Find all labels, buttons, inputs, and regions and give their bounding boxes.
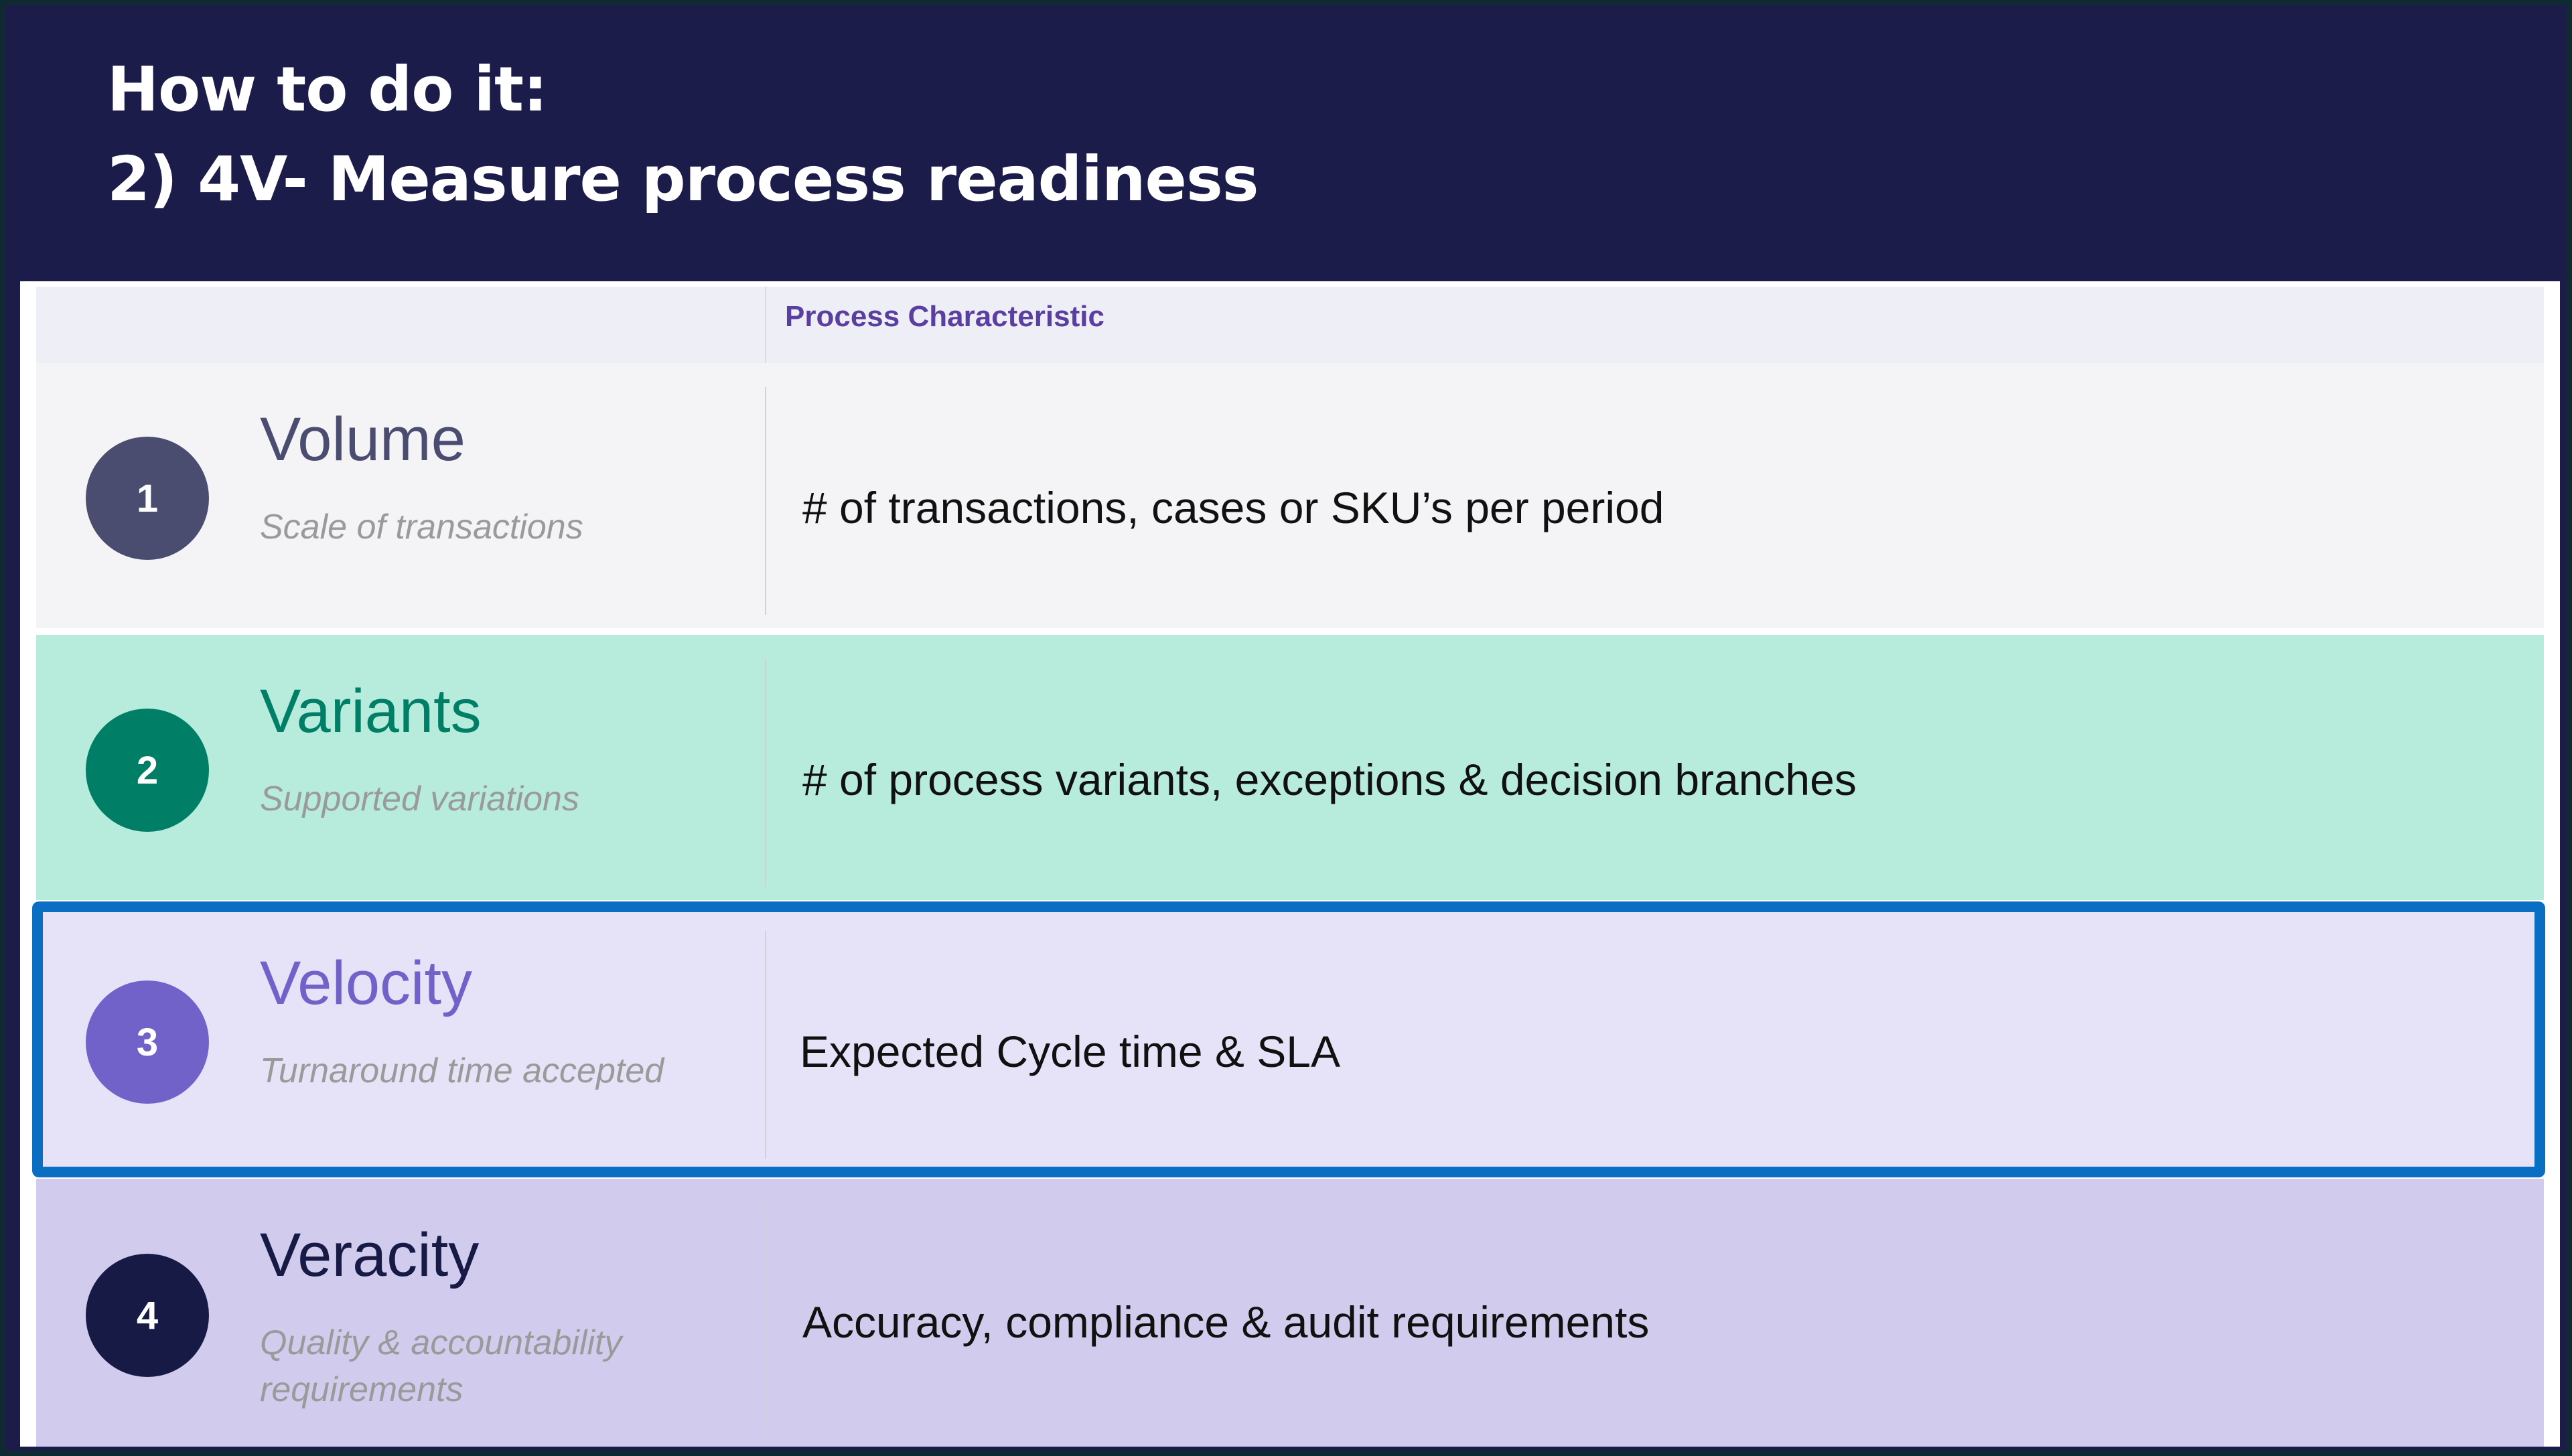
slide-header: How to do it: 2) 4V- Measure process rea… — [5, 5, 2567, 280]
row-description: # of transactions, cases or SKU’s per pe… — [802, 483, 1664, 532]
row-subtitle: Scale of transactions — [260, 508, 583, 547]
number-badge: 2 — [86, 709, 209, 832]
badge-number: 4 — [136, 1293, 159, 1337]
row-description: Accuracy, compliance & audit requirement… — [802, 1297, 1650, 1347]
column-header-row — [36, 287, 2544, 363]
table-row-veracity: 4 Veracity Quality & accountability requ… — [36, 1179, 2544, 1447]
row-description: Expected Cycle time & SLA — [800, 1027, 1341, 1076]
table-row-variants: 2 Variants Supported variations # of pro… — [36, 635, 2544, 900]
table-row-volume: 1 Volume Scale of transactions # of tran… — [36, 363, 2544, 628]
readiness-table: Process Characteristic 1 Volume Scale of… — [20, 281, 2560, 1447]
column-divider — [765, 287, 766, 363]
slide-frame: How to do it: 2) 4V- Measure process rea… — [5, 5, 2567, 1451]
badge-number: 2 — [136, 748, 159, 792]
title-line-2: 2) 4V- Measure process readiness — [107, 143, 1259, 215]
row-name: Veracity — [260, 1221, 480, 1289]
table-row-velocity: 3 Velocity Turnaround time accepted Expe… — [36, 907, 2544, 1172]
row-name: Velocity — [260, 949, 473, 1017]
row-divider — [765, 387, 766, 615]
row-name: Variants — [260, 677, 482, 745]
title-line-1: How to do it: — [107, 54, 548, 125]
row-name: Volume — [260, 405, 466, 474]
row-description: # of process variants, exceptions & deci… — [802, 755, 1857, 804]
column-header-process-characteristic: Process Characteristic — [785, 300, 1104, 333]
row-subtitle: Supported variations — [260, 780, 579, 818]
row-subtitle: Quality & accountability requirements — [260, 1323, 622, 1409]
badge-number: 1 — [136, 476, 159, 520]
row-divider — [765, 931, 766, 1159]
badge-number: 3 — [136, 1020, 159, 1064]
row-divider — [765, 659, 766, 887]
number-badge: 1 — [86, 437, 209, 560]
number-badge: 4 — [86, 1254, 209, 1377]
row-subtitle: Turnaround time accepted — [260, 1051, 664, 1090]
number-badge: 3 — [86, 980, 209, 1104]
row-divider — [765, 1203, 766, 1431]
